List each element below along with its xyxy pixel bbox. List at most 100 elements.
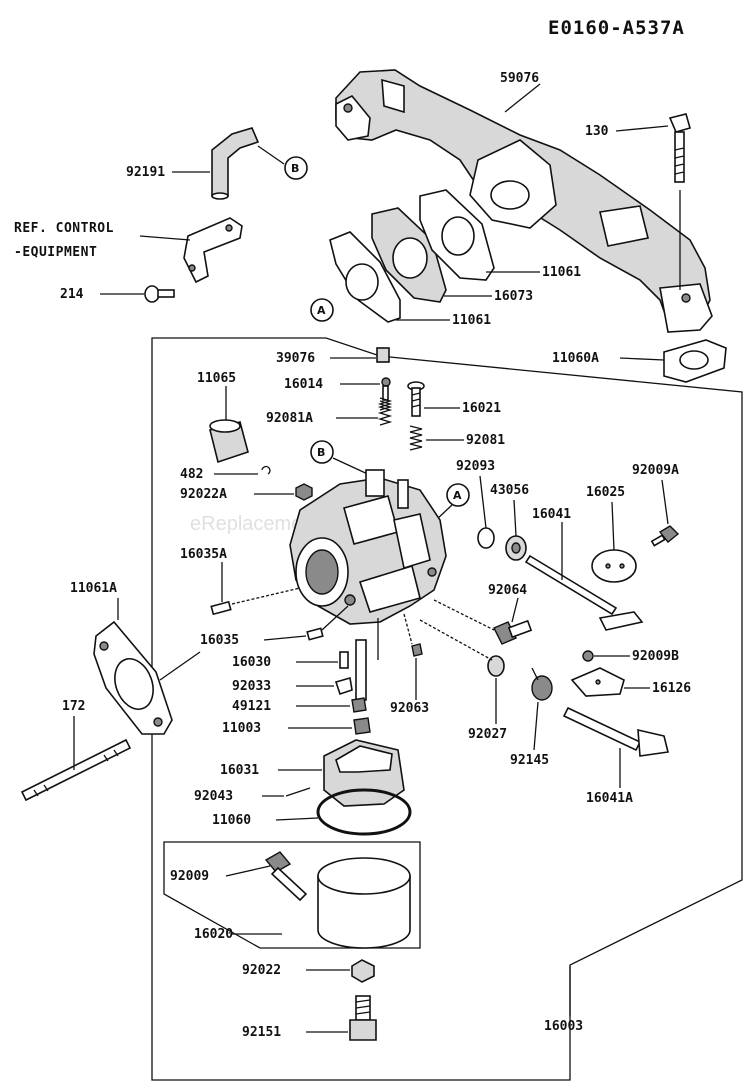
svg-text:B: B (291, 162, 299, 175)
elbow-tube-92191 (211, 127, 260, 200)
label-16031: 16031 (220, 763, 259, 778)
gasket-11061a (93, 620, 173, 735)
bubble-a-top (310, 298, 334, 322)
label-11061-top: 11061 (542, 265, 581, 280)
diagram-code: E0160-A537A (548, 17, 685, 39)
bubble-b-top (284, 156, 308, 180)
label-59076: 59076 (500, 71, 539, 86)
part-92033 (334, 676, 353, 696)
label-92064: 92064 (488, 583, 527, 598)
label-482: 482 (180, 467, 203, 482)
screw-92064 (493, 619, 533, 645)
bolt-92009 (264, 851, 308, 902)
label-92022: 92022 (242, 963, 281, 978)
label-16073: 16073 (494, 289, 533, 304)
label-92043: 92043 (194, 789, 233, 804)
nut-92022 (351, 959, 375, 983)
control-bracket (183, 217, 243, 284)
jet-16030 (339, 651, 349, 669)
part-92063 (411, 643, 423, 657)
float-11065 (209, 419, 249, 464)
spring-92145 (531, 667, 553, 701)
bolt-130 (668, 113, 691, 183)
label-16020: 16020 (194, 927, 233, 942)
screw-92009a (650, 525, 680, 547)
label-92191: 92191 (126, 165, 165, 180)
svg-text:B: B (317, 446, 325, 459)
gasket-11060a (663, 339, 727, 383)
bowl-16020 (317, 857, 411, 949)
spring-92081 (409, 425, 423, 451)
intake-manifold (335, 69, 713, 333)
screw-16021 (407, 381, 425, 417)
bolt-92151 (349, 995, 377, 1041)
nut-92022a (295, 483, 313, 501)
washer-92027 (487, 655, 505, 677)
emulsion-tube (355, 639, 367, 701)
label-11060: 11060 (212, 813, 251, 828)
part-49121 (351, 697, 367, 713)
bubble-b-mid (310, 440, 334, 464)
screw-16035a (210, 600, 232, 616)
label-16041: 16041 (532, 507, 571, 522)
label-130: 130 (585, 124, 609, 139)
stud-172 (20, 738, 132, 802)
label-16025: 16025 (586, 485, 625, 500)
assembly-boundary (151, 337, 743, 1081)
plate-16126 (570, 667, 625, 697)
label-16003: 16003 (544, 1019, 583, 1034)
label-92022a: 92022A (180, 487, 227, 502)
label-11060a: 11060A (552, 351, 599, 366)
ref-control-line-1: REF. CONTROL (14, 221, 114, 236)
label-16021: 16021 (462, 401, 501, 416)
label-92081a: 92081A (266, 411, 313, 426)
label-214: 214 (60, 287, 84, 302)
needle-16014 (381, 377, 391, 401)
oring-92093 (477, 527, 495, 549)
label-43056: 43056 (490, 483, 529, 498)
label-92027: 92027 (468, 727, 507, 742)
shaft-16041 (524, 554, 644, 631)
gasket-stack (329, 189, 495, 323)
shaft-16041a (562, 706, 669, 757)
label-16035: 16035 (200, 633, 239, 648)
float-16031 (323, 739, 405, 807)
plug-11003 (353, 717, 371, 735)
plate-16025 (591, 549, 637, 583)
label-92093: 92093 (456, 459, 495, 474)
label-92009: 92009 (170, 869, 209, 884)
label-11061a: 11061A (70, 581, 117, 596)
cap-39076 (376, 347, 390, 363)
bubble-a-mid (446, 483, 470, 507)
label-16014: 16014 (284, 377, 323, 392)
label-92063: 92063 (390, 701, 429, 716)
washer-43056 (505, 535, 527, 561)
label-92081: 92081 (466, 433, 505, 448)
screw-16035 (306, 627, 324, 641)
bowl-sub-box (163, 841, 421, 949)
label-39076: 39076 (276, 351, 315, 366)
label-11003: 11003 (222, 721, 261, 736)
label-49121: 49121 (232, 699, 271, 714)
label-92033: 92033 (232, 679, 271, 694)
label-16126: 16126 (652, 681, 691, 696)
spring-92081a (377, 397, 393, 426)
label-11065: 11065 (197, 371, 236, 386)
label-11061-bottom: 11061 (452, 313, 491, 328)
ref-control-line-2: -EQUIPMENT (14, 245, 97, 260)
label-16035a: 16035A (180, 547, 227, 562)
screw-214 (144, 285, 175, 303)
label-92151: 92151 (242, 1025, 281, 1040)
label-92145: 92145 (510, 753, 549, 768)
clip-482 (261, 465, 271, 475)
svg-text:A: A (317, 304, 326, 317)
label-92009b: 92009B (632, 649, 679, 664)
label-16030: 16030 (232, 655, 271, 670)
label-92009a: 92009A (632, 463, 679, 478)
svg-text:A: A (453, 489, 462, 502)
label-172: 172 (62, 699, 85, 714)
oring-11060 (316, 788, 412, 836)
carburetor-body (289, 469, 447, 625)
screw-92009b (582, 650, 594, 662)
